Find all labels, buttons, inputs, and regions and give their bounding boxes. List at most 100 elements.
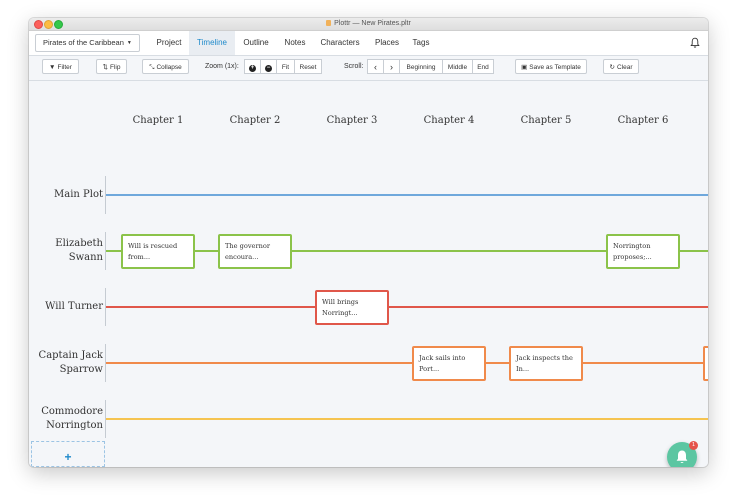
plotline[interactable] — [106, 362, 708, 364]
row-label-line: Main Plot — [54, 189, 103, 200]
scroll-label: Scroll: — [344, 63, 364, 70]
app-window: Plottr — New Pirates.pltr Pirates of the… — [29, 18, 708, 467]
reset-button[interactable]: Reset — [294, 59, 322, 74]
card-text: Port... — [419, 364, 440, 373]
row-label-line: Commodore — [41, 406, 103, 417]
row-label-line: Will Turner — [45, 301, 103, 312]
flip-button[interactable]: ⇅Flip — [96, 59, 127, 74]
scroll-controls: ‹ › Beginning Middle End — [367, 59, 499, 74]
tab-timeline[interactable]: Timeline — [189, 31, 235, 55]
refresh-icon: ↻ — [609, 64, 615, 71]
notification-badge: 1 — [689, 441, 698, 450]
row-label-line: Swann — [68, 252, 103, 263]
notifications-button[interactable]: 1 — [667, 441, 698, 467]
plus-circle-icon: + — [249, 65, 256, 72]
save-icon: ▣ — [521, 64, 528, 71]
filter-button[interactable]: ▼Filter — [42, 59, 79, 74]
collapse-button[interactable]: ⤡Collapse — [142, 59, 189, 74]
card-text: In... — [516, 364, 530, 373]
zoom-controls: + − Fit Reset — [244, 59, 326, 74]
card-text: Norrington — [613, 241, 651, 250]
chevron-left-icon: ‹ — [374, 62, 377, 72]
chapter-header[interactable]: Chapter 5 — [520, 115, 572, 126]
timeline-grid: + Chapter 1 Chapter 2 Chapter 3 Chapter 4 Ch… — [29, 81, 708, 467]
zoom-out-button[interactable]: − — [260, 59, 277, 74]
flip-icon: ⇅ — [102, 64, 108, 71]
nav-bar: Pirates of the Caribbean▼ Project Timeli… — [29, 31, 708, 56]
card-text: encoura... — [225, 252, 259, 261]
tab-characters[interactable]: Characters — [320, 38, 360, 47]
zoom-in-button[interactable]: + — [244, 59, 261, 74]
clear-button[interactable]: ↻Clear — [603, 59, 639, 74]
fit-button[interactable]: Fit — [276, 59, 295, 74]
row-label-line: Sparrow — [59, 364, 103, 375]
plotline[interactable] — [106, 194, 708, 196]
bell-icon — [676, 450, 688, 463]
row-divider — [105, 400, 106, 438]
close-window-button[interactable] — [34, 20, 43, 29]
scroll-left-button[interactable]: ‹ — [367, 59, 384, 74]
chevron-right-icon: › — [390, 62, 393, 72]
card-text: The governor — [225, 241, 270, 250]
document-icon — [326, 20, 332, 26]
minimize-window-button[interactable] — [44, 20, 53, 29]
scroll-beginning-button[interactable]: Beginning — [399, 59, 443, 74]
caret-down-icon: ▼ — [126, 40, 132, 46]
card-text: Jack inspects the — [516, 353, 573, 362]
plotline[interactable] — [106, 250, 708, 252]
card-text: from... — [128, 252, 151, 261]
scroll-right-button[interactable]: › — [383, 59, 400, 74]
project-dropdown[interactable]: Pirates of the Caribbean▼ — [35, 34, 140, 52]
tab-tags[interactable]: Tags — [412, 38, 430, 47]
filter-icon: ▼ — [49, 64, 56, 71]
card-text: Norringt... — [322, 308, 358, 317]
maximize-window-button[interactable] — [54, 20, 63, 29]
plotline[interactable] — [106, 418, 708, 420]
row-divider — [105, 232, 106, 270]
save-as-template-button[interactable]: ▣Save as Template — [515, 59, 587, 74]
row-label-line: Captain Jack — [38, 350, 103, 361]
tab-notes[interactable]: Notes — [284, 38, 306, 47]
scene-card[interactable]: The governor encoura... — [218, 233, 292, 269]
project-name: Pirates of the Caribbean — [43, 38, 124, 47]
tab-project[interactable]: Project — [156, 38, 182, 47]
tab-outline[interactable]: Outline — [243, 38, 269, 47]
card-text: proposes;... — [613, 252, 652, 261]
scene-card[interactable]: Norrington proposes;... — [606, 233, 680, 269]
card-text: Will is rescued — [128, 241, 178, 250]
chapter-header[interactable]: Chapter 1 — [132, 115, 184, 126]
tab-places[interactable]: Places — [374, 38, 399, 47]
zoom-label: Zoom (1x): — [205, 63, 239, 70]
row-divider — [105, 176, 106, 214]
minus-circle-icon: − — [265, 65, 272, 72]
chapter-header[interactable]: Chapter 4 — [423, 115, 475, 126]
row-label-line: Norrington — [46, 420, 103, 431]
chapter-header[interactable]: Chapter 6 — [617, 115, 669, 126]
bell-icon[interactable] — [690, 37, 700, 49]
title-bar: Plottr — New Pirates.pltr — [29, 18, 708, 31]
scroll-end-button[interactable]: End — [472, 59, 494, 74]
chapter-header[interactable]: Chapter 2 — [229, 115, 281, 126]
plotline[interactable] — [106, 306, 708, 308]
row-label[interactable]: Will Turner — [29, 300, 103, 314]
row-divider — [105, 288, 106, 326]
scene-card[interactable] — [703, 345, 708, 381]
add-row-button[interactable]: + — [31, 441, 105, 467]
collapse-icon: ⤡ — [149, 64, 155, 71]
scene-card[interactable]: Will is rescued from... — [121, 233, 195, 269]
card-text: Jack sails into — [419, 353, 466, 362]
row-divider — [105, 344, 106, 382]
row-label-line: Elizabeth — [55, 238, 103, 249]
chapter-header[interactable]: Chapter 3 — [326, 115, 378, 126]
scroll-middle-button[interactable]: Middle — [442, 59, 473, 74]
card-text: Will brings — [322, 297, 359, 306]
row-label[interactable]: Main Plot — [29, 188, 103, 202]
window-title: Plottr — New Pirates.pltr — [29, 18, 708, 30]
toolbar: ▼Filter ⇅Flip ⤡Collapse Zoom (1x): + − F… — [29, 56, 708, 81]
